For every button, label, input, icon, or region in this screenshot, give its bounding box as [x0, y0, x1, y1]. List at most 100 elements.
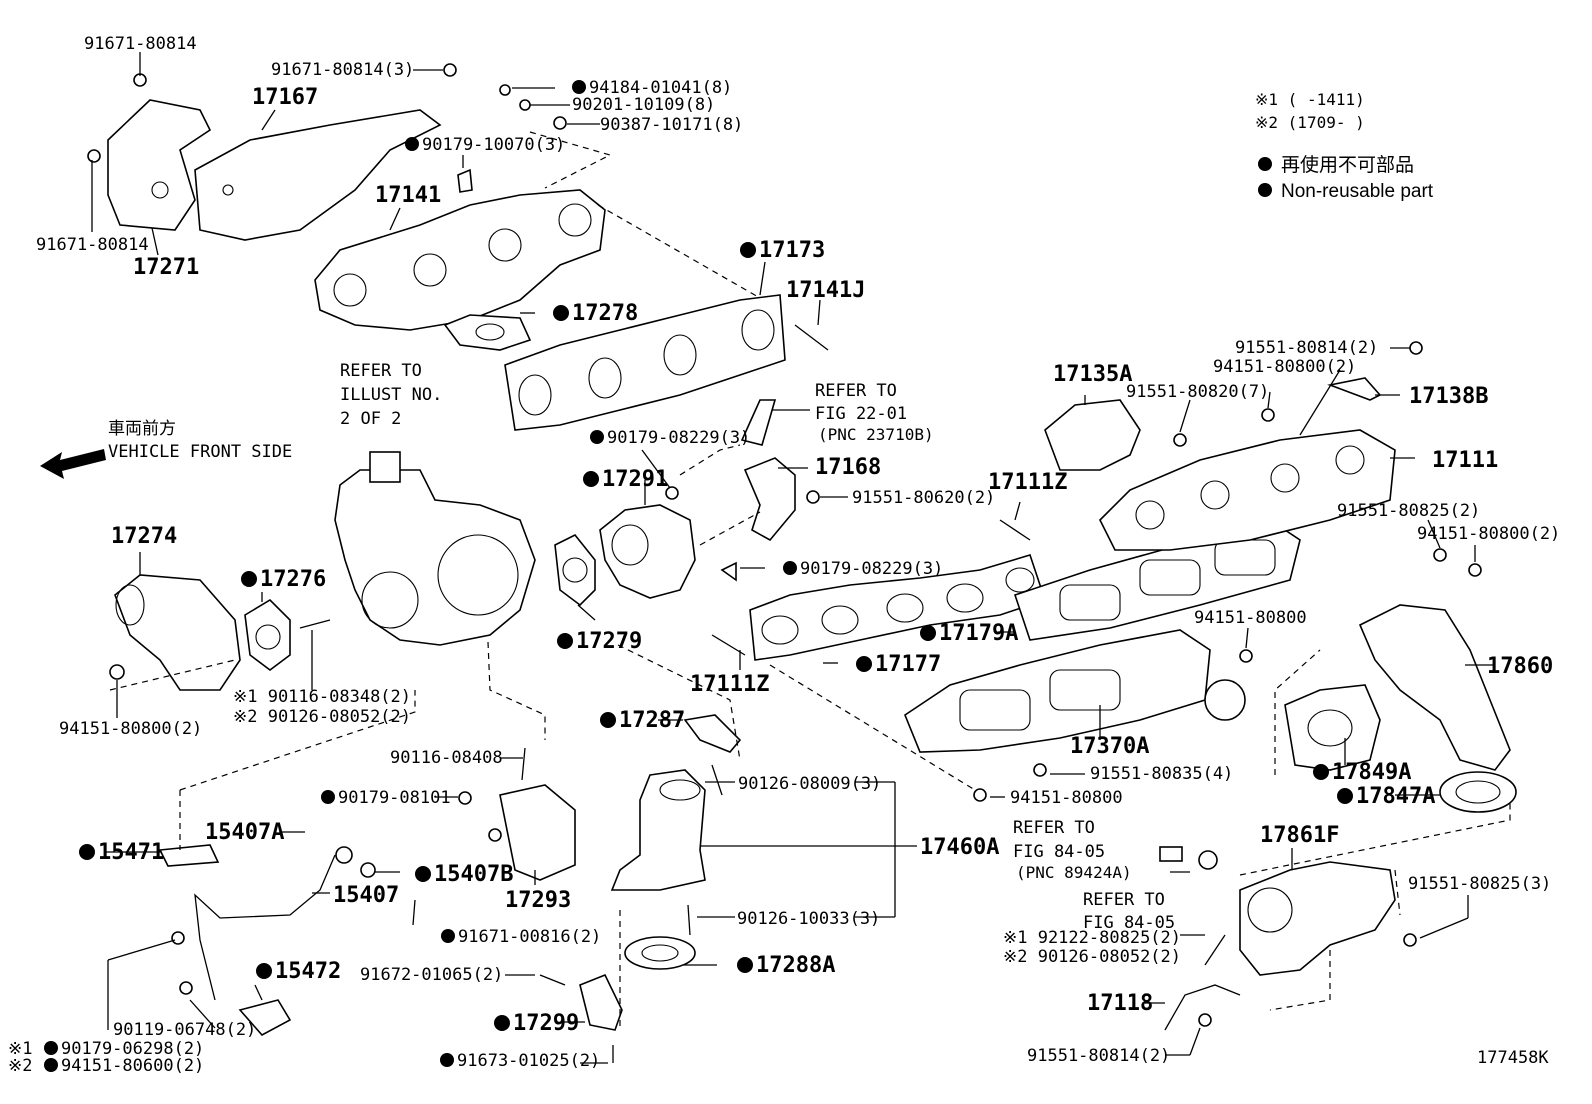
refer-fig2201-line3: (PNC 23710B) [818, 425, 934, 444]
nonreusable-dot-icon [79, 844, 95, 860]
part-number-label: 17179A [939, 621, 1018, 646]
gasket-17288A [624, 936, 696, 970]
vehicle-front-arrow [40, 449, 106, 479]
part-number-label: 91671-80814(3) [271, 60, 414, 80]
turbocharger-assembly [334, 469, 536, 646]
oil-pipe-15407 [194, 854, 336, 1001]
part-number-label: 17293 [505, 888, 571, 913]
nonreusable-dot-icon [590, 430, 604, 444]
nonreusable-dot-icon [856, 656, 872, 672]
nonreusable-dot-icon [600, 712, 616, 728]
part-number-label: 15407 [333, 883, 399, 908]
part-number-label: 17288A [756, 953, 835, 978]
part-number-label: 17279 [576, 629, 642, 654]
part-number-label: 90201-10109(8) [572, 95, 715, 115]
exhaust-manifold-17141 [314, 189, 606, 331]
gasket-17279 [554, 533, 596, 607]
legend: ※1 ( -1411) ※2 (1709- ) 再使用不可部品 Non-reus… [1255, 90, 1434, 202]
refer-fig2201-line2: FIG 22-01 [815, 404, 907, 424]
diagram-id: 177458K [1477, 1048, 1549, 1068]
part-number-label: 91551-80825(2) [1337, 501, 1480, 521]
part-number-label: 94184-01041(8) [589, 78, 732, 98]
vehicle-front-en: VEHICLE FRONT SIDE [108, 442, 292, 462]
gasket-17849A [1284, 684, 1381, 771]
refer-fig2201-line1: REFER TO [815, 381, 897, 401]
part-number-label: 94151-80800(2) [1213, 357, 1356, 377]
part-number-label: 17291 [602, 467, 668, 492]
nonreusable-dot-icon [553, 305, 569, 321]
part-number-label: 17141 [375, 183, 441, 208]
nonreusable-dot-icon [405, 137, 419, 151]
part-number-label: 90119-06748(2) [113, 1020, 256, 1040]
legend-nonreusable-en: Non-reusable part [1281, 181, 1434, 202]
part-number-label: 17370A [1070, 734, 1149, 759]
part-number-prefix: ※1 [8, 1039, 32, 1059]
part-number-label: 94151-80800 [1194, 608, 1307, 628]
part-number-label: 17276 [260, 567, 326, 592]
part-number-label: 17460A [920, 835, 999, 860]
part-number-label: 15407B [434, 862, 513, 887]
assembly-dashed-lines [109, 131, 1511, 1030]
part-number-label: 91551-80814(2) [1027, 1046, 1170, 1066]
refer-fig8405a-line1: REFER TO [1013, 818, 1095, 838]
gasket-17278 [443, 314, 532, 351]
nonreusable-dot-icon [1337, 788, 1353, 804]
part-number-label: 91671-80814 [84, 34, 197, 54]
part-number-label: 17168 [815, 455, 881, 480]
gasket-17276 [244, 598, 291, 671]
nonreusable-dot-icon [241, 571, 257, 587]
heat-protector-17168 [743, 457, 796, 542]
legend-note2: ※2 (1709- ) [1255, 113, 1365, 132]
part-number-label: 90179-10070(3) [422, 135, 565, 155]
part-number-label: 17141J [786, 278, 865, 303]
turbo-elbow-17274 [114, 574, 241, 691]
gasket-17179A [1013, 519, 1301, 641]
pipe-17118 [1164, 984, 1241, 1031]
part-number-label: 91671-00816(2) [458, 927, 601, 947]
nonreusable-dot-icon [44, 1041, 58, 1055]
refer-fig2201-note: REFER TO FIG 22-01 (PNC 23710B) [815, 381, 934, 444]
part-number-label: 90126-08009(3) [738, 774, 881, 794]
refer-illust-line2: ILLUST NO. [340, 385, 442, 405]
part-number-label: 91551-80825(3) [1408, 874, 1551, 894]
refer-fig8405b-line2: FIG 84-05 [1083, 913, 1175, 933]
nonreusable-dot-icon [441, 929, 455, 943]
nonreusable-dot-icon [494, 1015, 510, 1031]
part-number-label: 15471 [98, 840, 164, 865]
nonreusable-dot-icon [557, 633, 573, 649]
refer-fig8405b-note: REFER TO FIG 84-05 [1083, 890, 1175, 933]
part-number-label: 94151-80800(2) [1417, 524, 1560, 544]
refer-illust-line1: REFER TO [340, 361, 422, 381]
part-number-label: 91551-80814(2) [1235, 338, 1378, 358]
heat-insulator-17271 [107, 99, 212, 231]
part-number-label: 91551-80820(7) [1126, 382, 1269, 402]
nonreusable-dot-icon [1258, 157, 1272, 171]
part-number-label: 17135A [1053, 362, 1132, 387]
part-number-label: 91551-80835(4) [1090, 764, 1233, 784]
part-number-label: ※1 90116-08348(2) [233, 687, 411, 707]
part-number-prefix: ※2 [8, 1056, 32, 1076]
part-number-label: 17274 [111, 524, 177, 549]
nonreusable-dot-icon [583, 471, 599, 487]
intake-manifold-17111 [1099, 429, 1396, 551]
nonreusable-dot-icon [740, 242, 756, 258]
nonreusable-dot-icon [1313, 764, 1329, 780]
heat-insulator-17167 [194, 109, 442, 241]
refer-illust-note: REFER TO ILLUST NO. 2 OF 2 [340, 361, 442, 429]
gasket-17847A [1439, 771, 1517, 813]
part-drawings [87, 63, 1517, 1063]
part-number-label: 17138B [1409, 384, 1488, 409]
part-number-label: 94151-80800 [1010, 788, 1123, 808]
refer-fig8405a-line3: (PNC 89424A) [1016, 863, 1132, 882]
nonreusable-dot-icon [920, 625, 936, 641]
part-number-label: ※2 90126-08052(2) [1003, 947, 1181, 967]
part-number-label: 17299 [513, 1011, 579, 1036]
part-number-label: 90179-08101 [338, 788, 451, 808]
part-number-label: 90116-08408 [390, 748, 503, 768]
manifold-gasket-17173 [504, 294, 786, 431]
nonreusable-dot-icon [783, 561, 797, 575]
part-number-label: 90126-10033(3) [737, 909, 880, 929]
catalytic-converter-17460A [610, 769, 706, 891]
